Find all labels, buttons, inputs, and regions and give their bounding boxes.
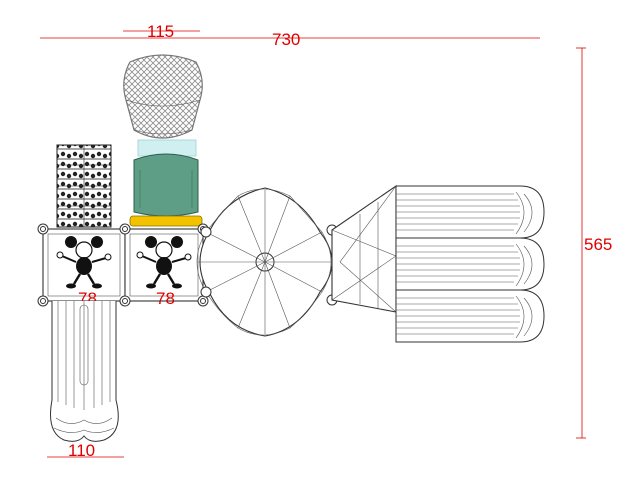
mouse-character-left — [56, 236, 112, 289]
dimension-overall-depth: 565 — [576, 47, 612, 439]
deck-right-label: 78 — [156, 289, 175, 308]
tower-width-label: 115 — [147, 22, 174, 41]
green-tube — [133, 153, 199, 217]
dimension-tower-width: 115 — [123, 22, 200, 41]
yellow-collar — [129, 215, 203, 227]
overall-width-label: 730 — [272, 30, 300, 49]
overall-depth-label: 565 — [584, 235, 612, 254]
lattice-dome — [123, 54, 203, 139]
dimension-overall-width: 730 — [40, 30, 540, 49]
deck-left: 78 — [42, 228, 126, 308]
slide-bottom — [395, 289, 545, 343]
umbrella-roof — [196, 187, 338, 337]
twin-slide — [50, 301, 119, 442]
dimension-slide-width: 110 — [47, 441, 124, 460]
mouse-character-right — [136, 236, 192, 289]
deck-right: 78 — [124, 228, 204, 308]
slide-top — [395, 185, 545, 239]
triangle-roof — [331, 184, 397, 313]
slide-width-label: 110 — [68, 441, 95, 460]
climbing-wall-panel — [56, 144, 112, 228]
slide-middle — [395, 237, 545, 291]
